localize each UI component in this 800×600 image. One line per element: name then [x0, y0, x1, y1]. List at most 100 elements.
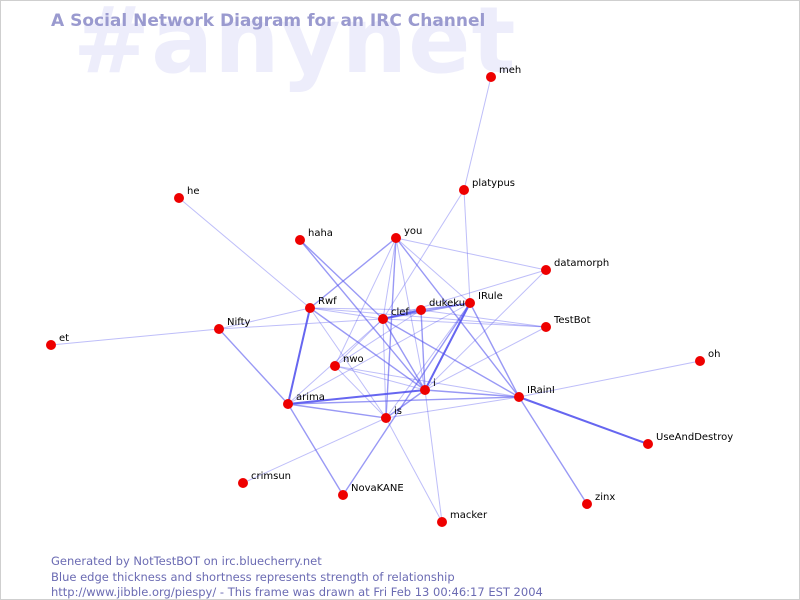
node-label-TestBot: TestBot: [553, 315, 591, 326]
edge-IRainI-is: [385, 396, 520, 419]
edge-IRule-is: [385, 302, 471, 419]
edge-Nifty-arima: [218, 328, 289, 405]
node-datamorph: [541, 265, 551, 275]
footer-source-timestamp: http://www.jibble.org/piespy/ - This fra…: [51, 585, 543, 599]
node-IRainI: [514, 392, 524, 402]
edge-is-crimsun: [242, 417, 387, 484]
edge-clef-TestBot: [382, 318, 547, 328]
edge-nwo-i: [334, 365, 426, 391]
node-label-you: you: [404, 226, 422, 237]
node-UseAndDestroy: [643, 439, 653, 449]
edge-nwo-IRainI: [334, 365, 520, 398]
node-label-NovaKANE: NovaKANE: [351, 483, 404, 494]
edge-nwo-is: [334, 365, 387, 419]
node-arima: [283, 399, 293, 409]
edge-haha-i: [299, 239, 426, 391]
node-label-platypus: platypus: [472, 178, 515, 189]
edge-you-is: [385, 237, 397, 419]
node-dukeku: [416, 305, 426, 315]
node-haha: [295, 235, 305, 245]
edges-layer: [50, 76, 701, 523]
node-nwo: [330, 361, 340, 371]
edge-dukeku-nwo: [334, 309, 422, 367]
edge-dukeku-IRule: [420, 302, 471, 311]
node-label-et: et: [59, 333, 69, 344]
diagram-title: A Social Network Diagram for an IRC Chan…: [51, 11, 486, 31]
node-macker: [437, 517, 447, 527]
node-label-UseAndDestroy: UseAndDestroy: [656, 432, 733, 443]
node-label-oh: oh: [708, 349, 720, 360]
node-NovaKANE: [338, 490, 348, 500]
edge-Rwf-arima: [287, 307, 311, 405]
node-label-i: i: [433, 378, 436, 389]
edge-IRainI-zinx: [518, 396, 588, 505]
node-Nifty: [214, 324, 224, 334]
edge-dukeku-i: [420, 309, 426, 391]
edge-Nifty-clef: [218, 318, 384, 330]
edge-datamorph-i: [424, 269, 547, 391]
edge-i-macker: [424, 389, 443, 523]
node-crimsun: [238, 478, 248, 488]
node-zinx: [582, 499, 592, 509]
edge-Rwf-dukeku: [309, 307, 422, 311]
channel-watermark: #anynet: [73, 0, 517, 94]
edge-meh-platypus: [463, 76, 492, 191]
node-label-is: is: [394, 406, 402, 417]
footer-generated-by: Generated by NotTestBOT on irc.bluecherr…: [51, 554, 322, 568]
node-platypus: [459, 185, 469, 195]
edge-Nifty-Rwf: [218, 307, 311, 330]
node-TestBot: [541, 322, 551, 332]
node-he: [174, 193, 184, 203]
edge-IRainI-UseAndDestroy: [518, 396, 649, 445]
node-label-meh: meh: [499, 65, 521, 76]
node-et: [46, 340, 56, 350]
node-label-datamorph: datamorph: [554, 258, 609, 269]
edge-you-nwo: [334, 237, 397, 367]
node-label-IRainI: IRainI: [527, 385, 555, 396]
node-i: [420, 385, 430, 395]
edge-you-Rwf: [309, 237, 397, 309]
node-label-crimsun: crimsun: [251, 471, 291, 482]
edge-IRule-arima: [287, 302, 471, 405]
footer-legend-note: Blue edge thickness and shortness repres…: [51, 570, 455, 584]
node-label-he: he: [187, 186, 200, 197]
edge-IRule-i: [424, 302, 471, 391]
edge-platypus-IRule: [463, 189, 471, 304]
edge-Rwf-TestBot: [309, 307, 547, 328]
node-is: [381, 413, 391, 423]
node-meh: [486, 72, 496, 82]
edge-clef-nwo: [334, 318, 384, 367]
edge-clef-i: [382, 318, 426, 391]
node-label-arima: arima: [296, 392, 325, 403]
edge-you-datamorph: [395, 237, 547, 271]
node-label-IRule: IRule: [478, 291, 503, 302]
edge-arima-is: [287, 403, 387, 419]
edge-arima-NovaKANE: [287, 403, 344, 496]
edge-datamorph-clef: [382, 269, 547, 320]
node-clef: [378, 314, 388, 324]
node-label-clef: clef: [391, 307, 409, 318]
edge-IRainI-oh: [518, 360, 701, 398]
edge-he-Rwf: [178, 197, 311, 309]
edge-is-macker: [385, 417, 443, 523]
node-label-zinx: zinx: [595, 492, 615, 503]
edge-haha-clef: [299, 239, 384, 320]
edge-clef-IRainI: [382, 318, 520, 398]
edge-you-IRule: [395, 237, 471, 304]
node-oh: [695, 356, 705, 366]
node-label-dukeku: dukeku: [429, 298, 465, 309]
edge-IRule-IRainI: [469, 302, 520, 398]
node-label-haha: haha: [308, 228, 333, 239]
node-Rwf: [305, 303, 315, 313]
edge-Rwf-clef: [309, 307, 384, 320]
nodes-layer: [46, 72, 705, 527]
node-IRule: [465, 298, 475, 308]
edge-Rwf-is: [309, 307, 387, 419]
edge-i-IRainI: [424, 389, 520, 398]
edge-et-Nifty: [50, 328, 220, 346]
edge-i-arima: [287, 389, 426, 405]
edge-TestBot-i: [424, 326, 547, 391]
edge-dukeku-TestBot: [420, 309, 547, 328]
node-label-macker: macker: [450, 510, 488, 521]
